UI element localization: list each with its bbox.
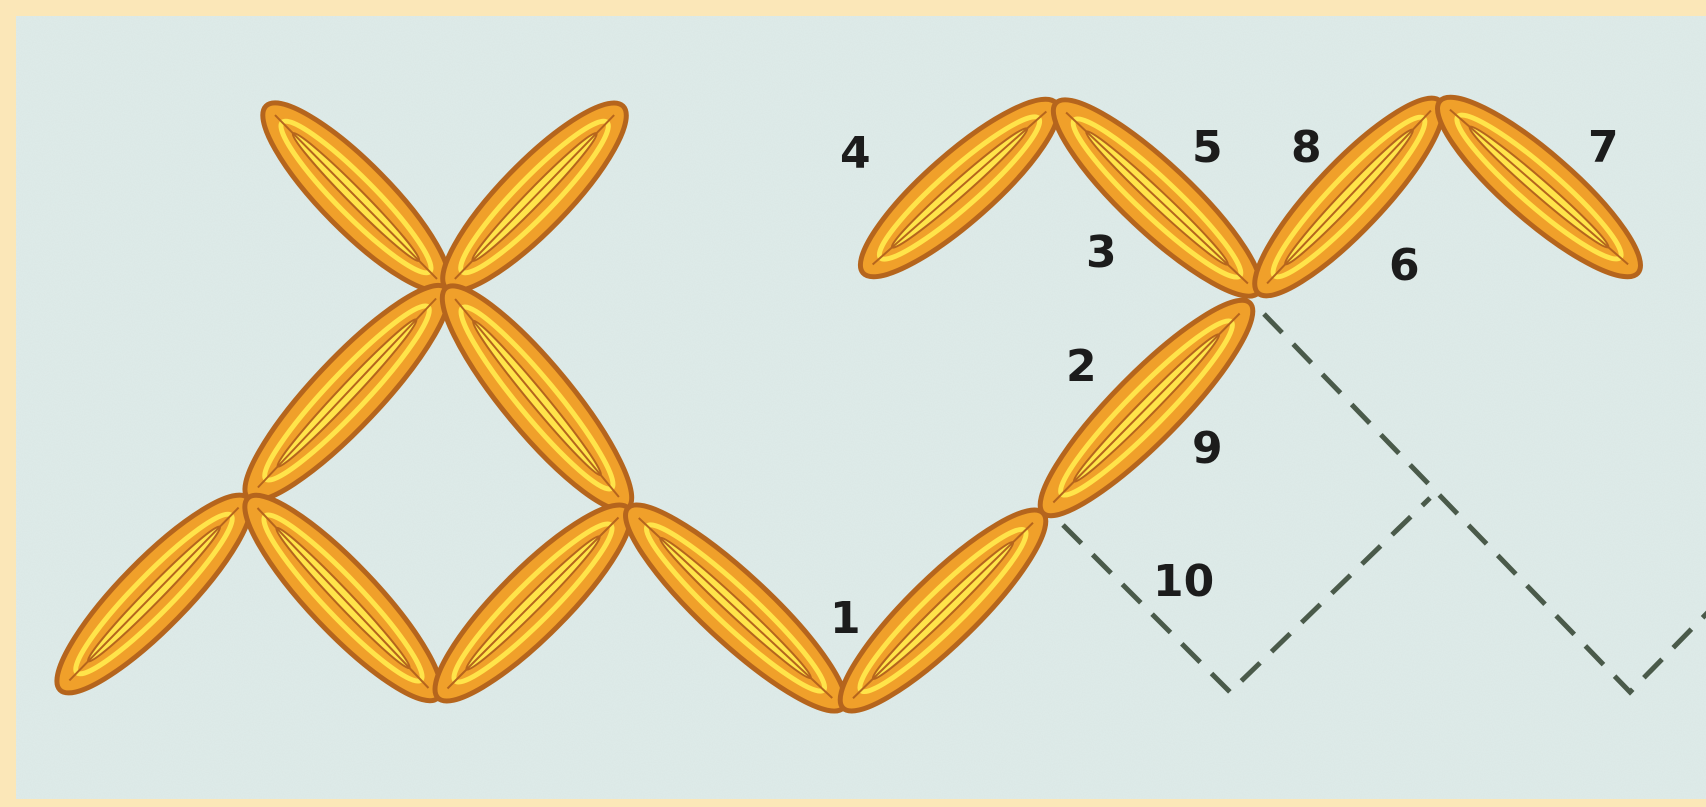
petal-14	[1435, 94, 1643, 280]
petal-midrib	[68, 506, 240, 682]
petal-6	[242, 492, 444, 704]
step-label-9: 9	[1192, 423, 1223, 474]
petal-5	[54, 492, 254, 696]
step-label-7: 7	[1588, 122, 1619, 173]
stitch-diagram: 1 2 3 4 5 6 7 8 9 10	[16, 16, 1706, 799]
step-label-10: 10	[1153, 556, 1214, 607]
petal-11	[857, 96, 1062, 280]
petal-midrib	[454, 298, 620, 498]
petal-midrib	[257, 297, 437, 489]
petal-10	[1037, 297, 1256, 519]
petal-midrib	[256, 507, 430, 689]
step-label-2: 2	[1066, 341, 1097, 392]
petal-midrib	[1449, 108, 1629, 266]
step-label-1: 1	[830, 593, 861, 644]
petals	[54, 94, 1643, 714]
step-label-5: 5	[1192, 122, 1223, 173]
guide-line-1	[1061, 496, 1432, 696]
petal-midrib	[1266, 109, 1432, 285]
petal-9	[837, 507, 1049, 714]
guide-line-2	[1262, 312, 1706, 696]
step-label-6: 6	[1389, 240, 1420, 291]
petal-midrib	[1065, 111, 1249, 285]
petal-8	[623, 502, 848, 714]
petal-13	[1252, 95, 1446, 299]
petal-midrib	[446, 516, 620, 690]
step-label-8: 8	[1291, 122, 1322, 173]
petal-12	[1050, 97, 1264, 299]
petal-midrib	[852, 522, 1034, 699]
petal-4	[439, 283, 635, 513]
petal-midrib	[274, 114, 438, 280]
petal-midrib	[1052, 312, 1241, 504]
petal-midrib	[454, 114, 615, 280]
petal-midrib	[871, 110, 1048, 266]
petal-2	[440, 100, 629, 294]
step-label-4: 4	[840, 128, 871, 179]
petal-1	[260, 100, 452, 294]
step-label-3: 3	[1086, 227, 1117, 278]
guide-lines	[1061, 312, 1706, 696]
petal-midrib	[638, 517, 833, 699]
